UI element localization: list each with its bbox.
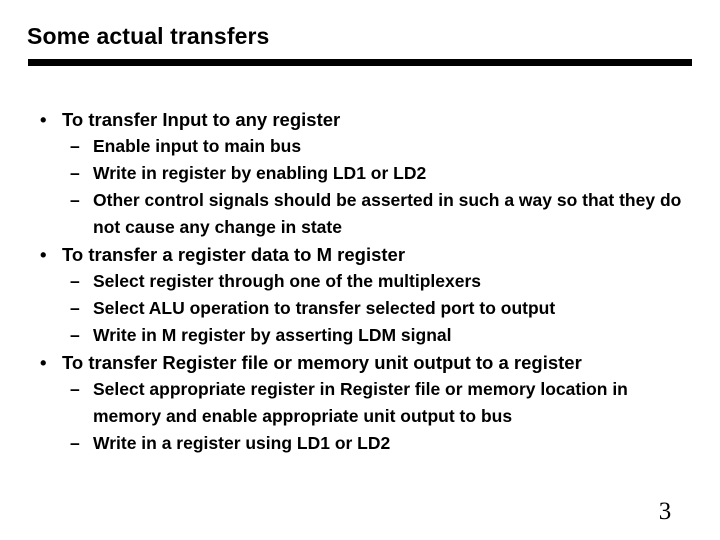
bullet-level2: – Other control signals should be assert…	[27, 187, 697, 241]
bullet-dot-icon: •	[40, 352, 47, 373]
bullet-level2-label: Select appropriate register in Register …	[93, 379, 628, 426]
bullet-level2-label: Write in M register by asserting LDM sig…	[93, 325, 452, 345]
bullet-dash-icon: –	[70, 298, 80, 318]
bullet-level1: • To transfer Input to any register	[27, 106, 697, 133]
bullet-level2-label: Select register through one of the multi…	[93, 271, 481, 291]
bullet-dash-icon: –	[70, 325, 80, 345]
bullet-dash-icon: –	[70, 379, 80, 399]
bullet-level2: – Select ALU operation to transfer selec…	[27, 295, 697, 322]
page-number: 3	[658, 498, 672, 525]
bullet-level1-label: To transfer a register data to M registe…	[62, 244, 406, 265]
bullet-level1: • To transfer Register file or memory un…	[27, 349, 697, 376]
bullet-level2-label: Select ALU operation to transfer selecte…	[93, 298, 556, 318]
bullet-level2-label: Enable input to main bus	[93, 136, 302, 156]
bullet-level1: • To transfer a register data to M regis…	[27, 241, 697, 268]
bullet-level2: – Enable input to main bus	[27, 133, 697, 160]
bullet-list: • To transfer Input to any register – En…	[27, 106, 697, 457]
bullet-level2: – Write in a register using LD1 or LD2	[27, 430, 697, 457]
bullet-dash-icon: –	[70, 433, 80, 453]
bullet-level2: – Select register through one of the mul…	[27, 268, 697, 295]
bullet-level1-label: To transfer Input to any register	[62, 109, 341, 130]
bullet-level2-label: Write in a register using LD1 or LD2	[93, 433, 391, 453]
bullet-level2: – Write in M register by asserting LDM s…	[27, 322, 697, 349]
bullet-dash-icon: –	[70, 190, 80, 210]
bullet-level2: – Select appropriate register in Registe…	[27, 376, 697, 430]
page-title: Some actual transfers	[27, 23, 270, 49]
bullet-dot-icon: •	[40, 244, 47, 265]
bullet-level2: – Write in register by enabling LD1 or L…	[27, 160, 697, 187]
bullet-level1-label: To transfer Register file or memory unit…	[62, 352, 582, 373]
bullet-level2-label: Other control signals should be asserted…	[93, 190, 682, 237]
bullet-dash-icon: –	[70, 136, 80, 156]
title-divider	[28, 59, 692, 66]
bullet-dot-icon: •	[40, 109, 47, 130]
bullet-dash-icon: –	[70, 163, 80, 183]
bullet-level2-label: Write in register by enabling LD1 or LD2	[93, 163, 427, 183]
bullet-dash-icon: –	[70, 271, 80, 291]
